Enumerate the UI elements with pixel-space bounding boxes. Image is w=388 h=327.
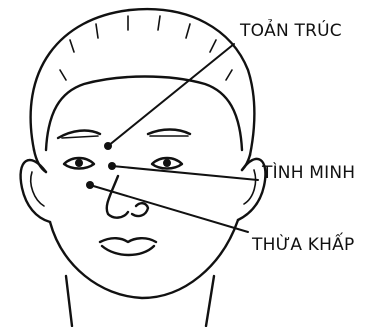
right-pupil [163,159,171,167]
face-drawing [21,9,266,326]
thua-khap-label: THỪA KHẤP [251,231,354,255]
right-eyebrow [148,130,190,135]
lower-lip [102,246,154,255]
labels: TOẢN TRÚC TÌNH MINH THỪA KHẤP [239,18,355,255]
upper-lip [100,238,156,242]
right-ear-inner [244,170,256,204]
leader-lines [90,44,258,232]
toan-truc-label: TOẢN TRÚC [239,18,342,41]
tinh-minh-label: TÌNH MINH [261,161,355,183]
hair-outline [31,9,255,155]
hair-texture [60,16,232,80]
left-eyebrow-fill [62,136,98,138]
neck-left [66,276,72,326]
nose [107,176,128,218]
nostril-right [132,203,148,216]
left-pupil [75,159,83,167]
left-ear [21,160,50,222]
tinh-minh-leader [112,166,258,180]
jaw-outline [50,220,238,298]
hairline [46,77,242,151]
left-ear-inner [31,172,44,206]
thua-khap-leader [90,185,248,232]
neck-right [206,276,214,326]
